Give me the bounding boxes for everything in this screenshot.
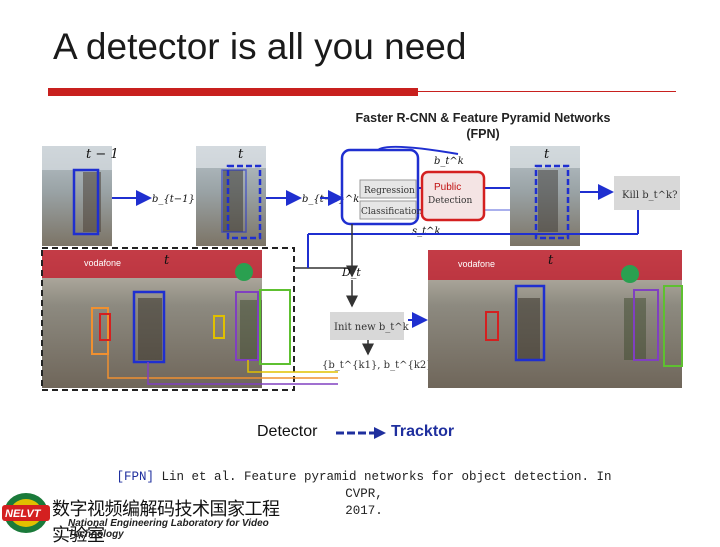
frame-det-label: t [164,253,170,268]
legend-tracktor: Tracktor [391,423,454,441]
title-underline-bar [48,88,418,96]
banner-right: vodafone [458,259,495,269]
detections-label: D_t [341,266,361,279]
reference-text-line2: 2017. [345,504,383,518]
init-label: Init new b_t^k [334,322,410,333]
figure-caption-line1: Faster R-CNN & Feature Pyramid Networks [338,110,628,126]
frame-out-top: t [510,146,580,246]
classification-label: Classification [361,207,423,217]
frame-out-bottom-label: t [548,253,554,268]
frame-out-bottom: vodafone t [428,250,682,388]
public-detection-line2: Detection [428,196,472,206]
kill-label: Kill b_t^k? [622,190,677,201]
slide-title: A detector is all you need [53,26,466,68]
lab-name-english: National Engineering Laboratory for Vide… [68,518,290,540]
title-underline-line [418,91,676,92]
score-label: s_t^k [412,226,441,237]
legend-detector: Detector [257,423,317,441]
frame-out-top-label: t [544,147,550,162]
nelvt-badge-icon: NELVT [0,488,54,538]
figure-caption: Faster R-CNN & Feature Pyramid Networks … [338,110,628,142]
reference-tag: [FPN] [116,470,154,484]
legend-dashed-arrow-icon [336,426,386,440]
legend: Detector Tracktor [0,423,720,443]
regression-label: Regression [364,186,415,196]
frame-detections: vodafone t [42,248,294,390]
frame-curr: t [196,146,266,246]
nelvt-badge-text: NELVT [5,508,42,520]
frame-prev-label: t − 1 [86,147,119,162]
public-detection-line1: Public [434,182,461,193]
box-reg-label: b_{t−1}^k [302,194,359,205]
lab-logo: NELVT 数字视频编解码技术国家工程实验室 National Engineer… [0,488,290,538]
tracktor-diagram: t − 1 b_{t−1}^k t b_{t−1}^k Regression C… [38,140,684,392]
box-top-label: b_t^k [434,156,464,167]
frame-curr-label: t [238,147,244,162]
banner-left: vodafone [84,258,121,268]
frame-prev: t − 1 [42,146,119,246]
